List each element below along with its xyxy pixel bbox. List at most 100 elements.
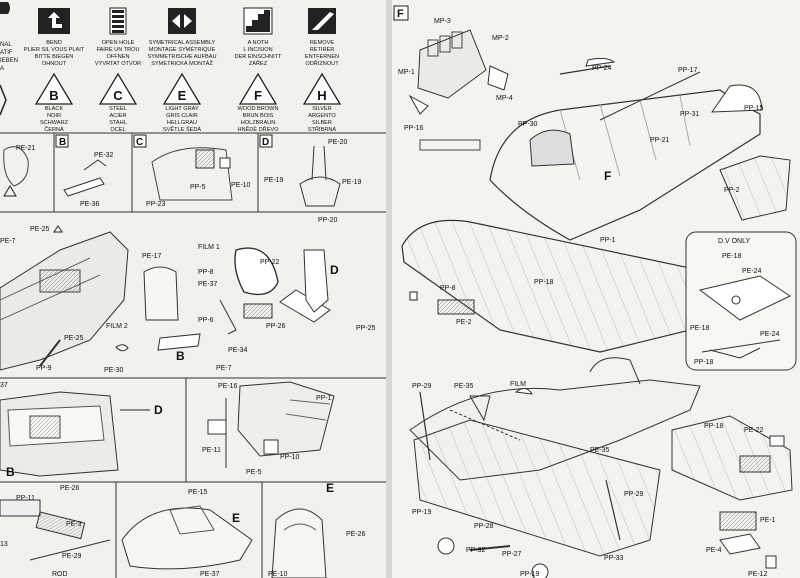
part-label: PE-10 — [268, 571, 288, 578]
part-label: PP-8 — [198, 269, 214, 276]
seat-back-part — [271, 508, 327, 578]
part-label: F — [254, 88, 262, 103]
cowling-part — [121, 507, 253, 570]
legend-open-hole: OPEN HOLE FAIRE UN TROU OFFNEN VYVRTAT O… — [95, 7, 141, 67]
engine-assembly: MP-3 MP-2 MP-1 MP-4 — [398, 18, 513, 115]
gun-part — [0, 499, 41, 517]
part-label: C — [113, 88, 123, 103]
cockpit-opening — [529, 129, 575, 167]
row1-panels: PE-21 B PE-32 PE-36 C PP-5 PE-10 PP-23 D — [0, 133, 386, 224]
seat-part — [143, 266, 179, 321]
cabane-strut — [469, 395, 491, 422]
part-label: REMOVE — [310, 40, 335, 46]
part-label: PP-19 — [412, 509, 432, 516]
part-label: LIGHT GRAY — [165, 106, 199, 112]
part-label: SYMETRICKÁ MONTÁŽ — [151, 59, 213, 67]
detail-d: D PE-20 PE-19 PE-19 PP-20 — [259, 134, 362, 224]
part-label: PE-19 — [264, 177, 284, 184]
part-label: SCHWARZ — [40, 120, 69, 126]
part-label: PE-36 — [80, 201, 100, 208]
legend-symmetrical: SYMETRICAL ASSEMBLY MONTAGE SYMÉTRIQUE S… — [148, 8, 217, 67]
part-label: DER EINSCHNITT — [235, 54, 283, 60]
part-label: PP-23 — [146, 201, 166, 208]
detail-c: C PP-5 PE-10 PP-23 — [133, 134, 251, 208]
part-label: PP-22 — [260, 259, 280, 266]
part-label: F — [397, 8, 404, 20]
part-label: PE-12 — [748, 571, 768, 578]
lower-wing — [413, 419, 661, 557]
part-label: ENTFERNEN — [305, 54, 339, 60]
part-label: PE-18 — [690, 325, 710, 332]
legend-remove: REMOVE RETIRER ENTFERNEN ODŘÍZNOUT — [305, 8, 339, 67]
part-label: PP-8 — [440, 285, 456, 292]
part-label: PP-18 — [704, 423, 724, 430]
part-label: BRUN BOIS — [243, 113, 274, 119]
part-label: L INCISION — [243, 47, 272, 53]
part-label: BITTE BIEGEN — [35, 54, 74, 60]
color-steel: C STEEL ACIER STAHL OCEL — [98, 72, 138, 133]
part-label: 37 — [0, 382, 8, 389]
part-label: PE-37 — [198, 281, 218, 288]
part-label: E — [178, 88, 187, 103]
part-label: PE-17 — [142, 253, 162, 260]
fuselage-rear-interior — [237, 381, 335, 457]
dv-only-callout: D.V ONLY PE-18 PE-24 PE-18 PE-24 PP-18 — [685, 231, 797, 371]
part-label: PP-1 — [600, 237, 616, 244]
part-label: PP-30 — [518, 121, 538, 128]
part-label: PP-29 — [412, 383, 432, 390]
stabilizer — [719, 155, 791, 221]
legend-left-fragment: NAL ATIF IEBEN A — [0, 2, 18, 116]
row4-panel: PP-11 PE-26 PE-3 13 PE-29 ROD PE-15 PE-3… — [0, 481, 366, 578]
part-label: WOOD BROWN — [237, 106, 278, 112]
part-label: SVĚTLE ŠEDÁ — [163, 125, 202, 133]
part-label: OFFNEN — [107, 54, 130, 60]
knife-icon — [312, 12, 334, 30]
part-label: PE-34 — [228, 347, 248, 354]
part-label: PP-19 — [520, 571, 540, 578]
part-label: PE-22 — [744, 427, 764, 434]
part-label: PE-35 — [454, 383, 474, 390]
color-wood-brown: F WOOD BROWN BRUN BOIS HOLZBRAUN HNĚDÉ D… — [237, 72, 279, 133]
fuselage — [489, 89, 761, 241]
part-label: PP-16 — [404, 125, 424, 132]
part-label: B — [6, 465, 15, 479]
part-label: SILVER — [312, 106, 331, 112]
part-label: PE-35 — [590, 447, 610, 454]
part-label: E — [232, 511, 240, 525]
part-label: PP-29 — [624, 491, 644, 498]
part-label: ROD — [52, 571, 68, 578]
part-label: PE-16 — [218, 383, 238, 390]
part-label: PE-1 — [760, 517, 776, 524]
part-label: HELLGRAU — [167, 120, 197, 126]
part-label: ATIF — [0, 50, 13, 56]
legend-notch: A NOTH L INCISION DER EINSCHNITT ZÁŘEZ — [235, 7, 283, 67]
part-label: OPEN HOLE — [102, 40, 135, 46]
part-label: VYVRTAT OTVOR — [95, 61, 141, 67]
part-label: STEEL — [109, 106, 127, 112]
part-label: MP-3 — [434, 18, 451, 25]
part-label: HNĚDÉ DŘEVO — [237, 125, 279, 133]
part-label: PE-30 — [104, 367, 124, 374]
part-label: SILBER — [312, 120, 332, 126]
part-label: PE-24 — [742, 268, 762, 275]
bulkhead-ring — [234, 247, 279, 296]
part-label: PP-18 — [694, 359, 714, 366]
row3-panel: 37 D B PE-16 PP-1 PE-11 PE-5 PP-10 — [0, 378, 386, 483]
lower-wing-detail: PP-18 PE-22 PE-1 PE-4 PE-12 — [671, 415, 793, 578]
part-label: PE-21 — [16, 145, 36, 152]
part-label: B — [59, 137, 66, 148]
part-label: MONTAGE SYMÉTRIQUE — [149, 46, 216, 53]
part-label: E — [326, 481, 334, 495]
part-label: MP-1 — [398, 69, 415, 76]
part-label: PP-1 — [316, 395, 332, 402]
part-label: PP-18 — [534, 279, 554, 286]
part-label: PE-7 — [216, 365, 232, 372]
part-label: ZÁŘEZ — [249, 59, 268, 67]
drill-icon — [112, 10, 124, 33]
bend-arrow-icon — [48, 12, 62, 28]
part-label: PE-2 — [456, 319, 472, 326]
part-label: PLIER SIL VOUS PLAIT — [24, 47, 85, 53]
part-label: D — [262, 137, 269, 148]
part-label: BEND — [46, 40, 62, 46]
part-label: PE-26 — [346, 531, 366, 538]
